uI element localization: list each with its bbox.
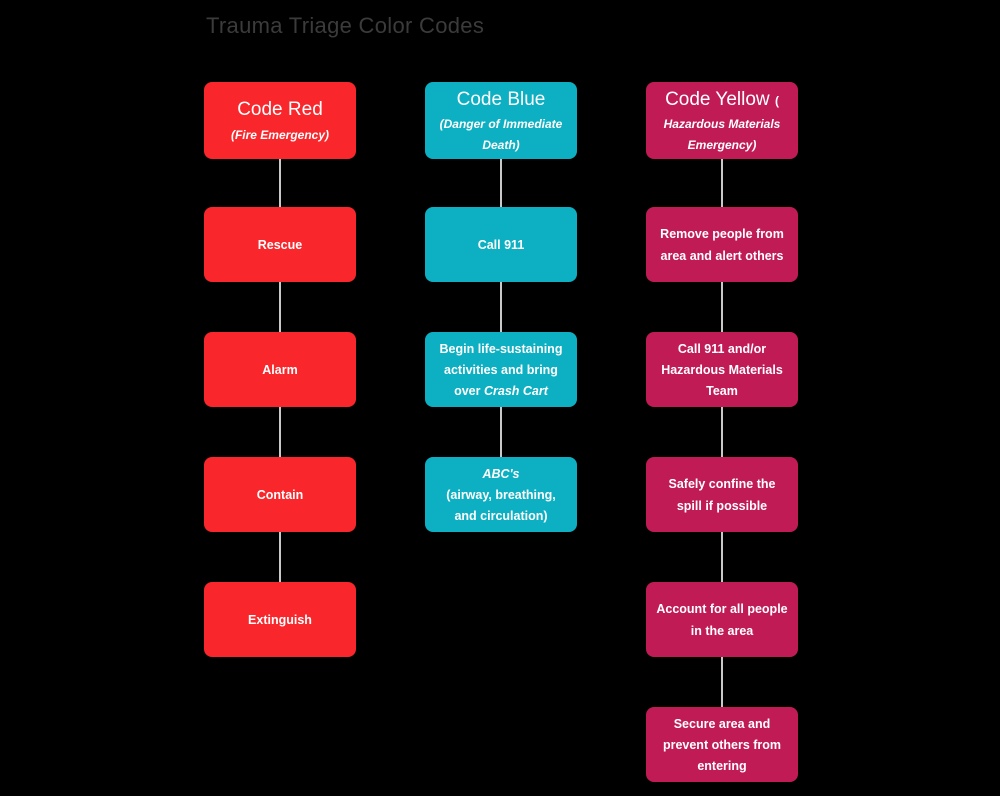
code-yellow-step-2: Call 911 and/or Hazardous Materials Team — [646, 332, 798, 407]
code-blue-header-label: Code Blue (Danger of Immediate Death) — [439, 88, 563, 153]
code-red-step-3-label: Contain — [256, 487, 304, 502]
code-yellow-step-3-label: Safely confine the spill if possible — [668, 477, 776, 513]
code-blue-step-3: ABC's (airway, breathing, and circulatio… — [425, 457, 577, 532]
connector-line-code-blue — [500, 120, 502, 495]
code-red-step-2: Alarm — [204, 332, 356, 407]
code-red-step-4-label: Extinguish — [248, 612, 312, 627]
code-yellow-step-5-label: Secure area and prevent others from ente… — [662, 716, 782, 774]
diagram-title: Trauma Triage Color Codes — [206, 13, 485, 38]
code-red-step-2-label: Alarm — [262, 362, 298, 377]
code-blue-step-2: Begin life-sustaining activities and bri… — [425, 332, 577, 407]
code-blue-step-1: Call 911 — [425, 207, 577, 282]
code-yellow-step-5: Secure area and prevent others from ente… — [646, 707, 798, 782]
code-yellow-step-1-label: Remove people from area and alert others — [660, 227, 784, 263]
code-red-step-4: Extinguish — [204, 582, 356, 657]
code-yellow-step-3: Safely confine the spill if possible — [646, 457, 798, 532]
code-blue-step-1-label: Call 911 — [477, 237, 525, 252]
code-blue-step-3-label: ABC's (airway, breathing, and circulatio… — [446, 466, 556, 524]
code-yellow-header-label: Code Yellow ( Hazardous Materials Emerge… — [663, 88, 781, 153]
code-red-header-label: Code Red (Fire Emergency) — [230, 99, 330, 142]
code-blue-step-2-label: Begin life-sustaining activities and bri… — [439, 341, 563, 399]
code-yellow-step-2-label: Call 911 and/or Hazardous Materials Team — [661, 341, 783, 399]
code-red-header: Code Red (Fire Emergency) — [204, 82, 356, 159]
code-blue-header: Code Blue (Danger of Immediate Death) — [425, 82, 577, 159]
code-red-step-3: Contain — [204, 457, 356, 532]
code-yellow-header: Code Yellow ( Hazardous Materials Emerge… — [646, 82, 798, 159]
code-red-step-1-label: Rescue — [257, 237, 303, 252]
code-red-step-1: Rescue — [204, 207, 356, 282]
code-yellow-step-1: Remove people from area and alert others — [646, 207, 798, 282]
column-code-blue: Code Blue (Danger of Immediate Death) Cal… — [425, 82, 577, 534]
code-yellow-step-4: Account for all people in the area — [646, 582, 798, 657]
connector-line-code-yellow — [721, 120, 723, 745]
column-code-yellow: Code Yellow ( Hazardous Materials Emerge… — [646, 82, 798, 784]
code-yellow-step-4-label: Account for all people in the area — [656, 602, 788, 638]
